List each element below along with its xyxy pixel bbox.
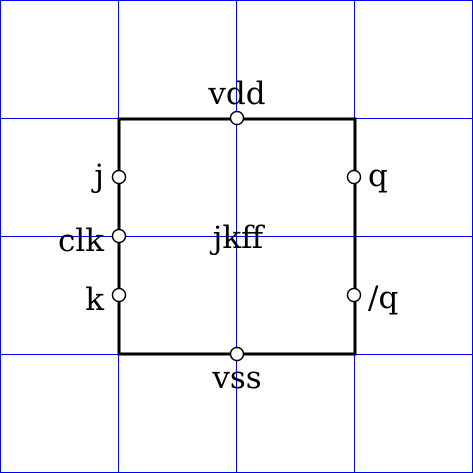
pin-clk[interactable]: clk (58, 223, 127, 259)
pin-j-label: j (91, 158, 104, 194)
pin-vss-terminal[interactable] (229, 346, 245, 362)
pin-q-label: q (368, 158, 388, 194)
pin-j-terminal[interactable] (111, 169, 127, 185)
pin-qbar-label: /q (368, 280, 398, 316)
pin-k-terminal[interactable] (111, 287, 127, 303)
pin-qbar-terminal[interactable] (346, 287, 362, 303)
pin-vss[interactable]: vss (211, 346, 262, 397)
pin-vdd[interactable]: vdd (207, 76, 266, 126)
component-name-label: jkff (210, 220, 265, 256)
pin-vdd-terminal[interactable] (229, 110, 245, 126)
pin-k-label: k (85, 282, 104, 318)
pin-clk-terminal[interactable] (111, 228, 127, 244)
pin-q[interactable]: q (346, 158, 388, 194)
pin-q-terminal[interactable] (346, 169, 362, 185)
pin-vdd-label: vdd (207, 76, 265, 112)
pin-qbar[interactable]: /q (346, 280, 399, 316)
pin-vss-label: vss (211, 360, 261, 396)
pin-clk-label: clk (58, 223, 104, 259)
pin-k[interactable]: k (85, 282, 127, 318)
pin-j[interactable]: j (91, 158, 127, 194)
